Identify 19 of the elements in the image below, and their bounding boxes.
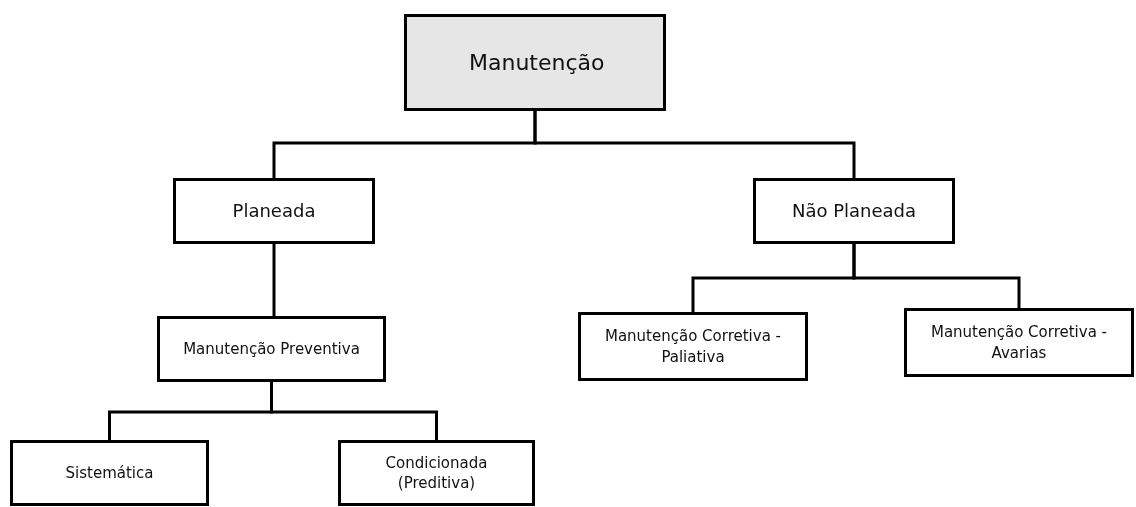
connector-line xyxy=(270,382,438,440)
category-box xyxy=(578,312,808,381)
connector-line xyxy=(852,244,1021,308)
category-box xyxy=(753,178,955,244)
node-label: Manutenção Corretiva - Avarias xyxy=(929,322,1109,363)
category-box xyxy=(157,316,386,382)
category-box xyxy=(338,440,535,506)
category-box xyxy=(173,178,375,244)
root-box xyxy=(404,14,666,111)
node-label: Manutenção Corretiva - Paliativa xyxy=(603,326,783,367)
node-label: Condicionada (Preditiva) xyxy=(384,452,489,494)
connector-line xyxy=(533,111,856,178)
node-label: Sistemática xyxy=(65,462,154,484)
node-label: Planeada xyxy=(232,198,316,223)
node-label: Manutenção Preventiva xyxy=(183,338,360,360)
connector-line xyxy=(272,244,276,316)
node-label: Não Planeada xyxy=(791,198,917,223)
category-box xyxy=(10,440,209,506)
category-box xyxy=(904,308,1134,377)
